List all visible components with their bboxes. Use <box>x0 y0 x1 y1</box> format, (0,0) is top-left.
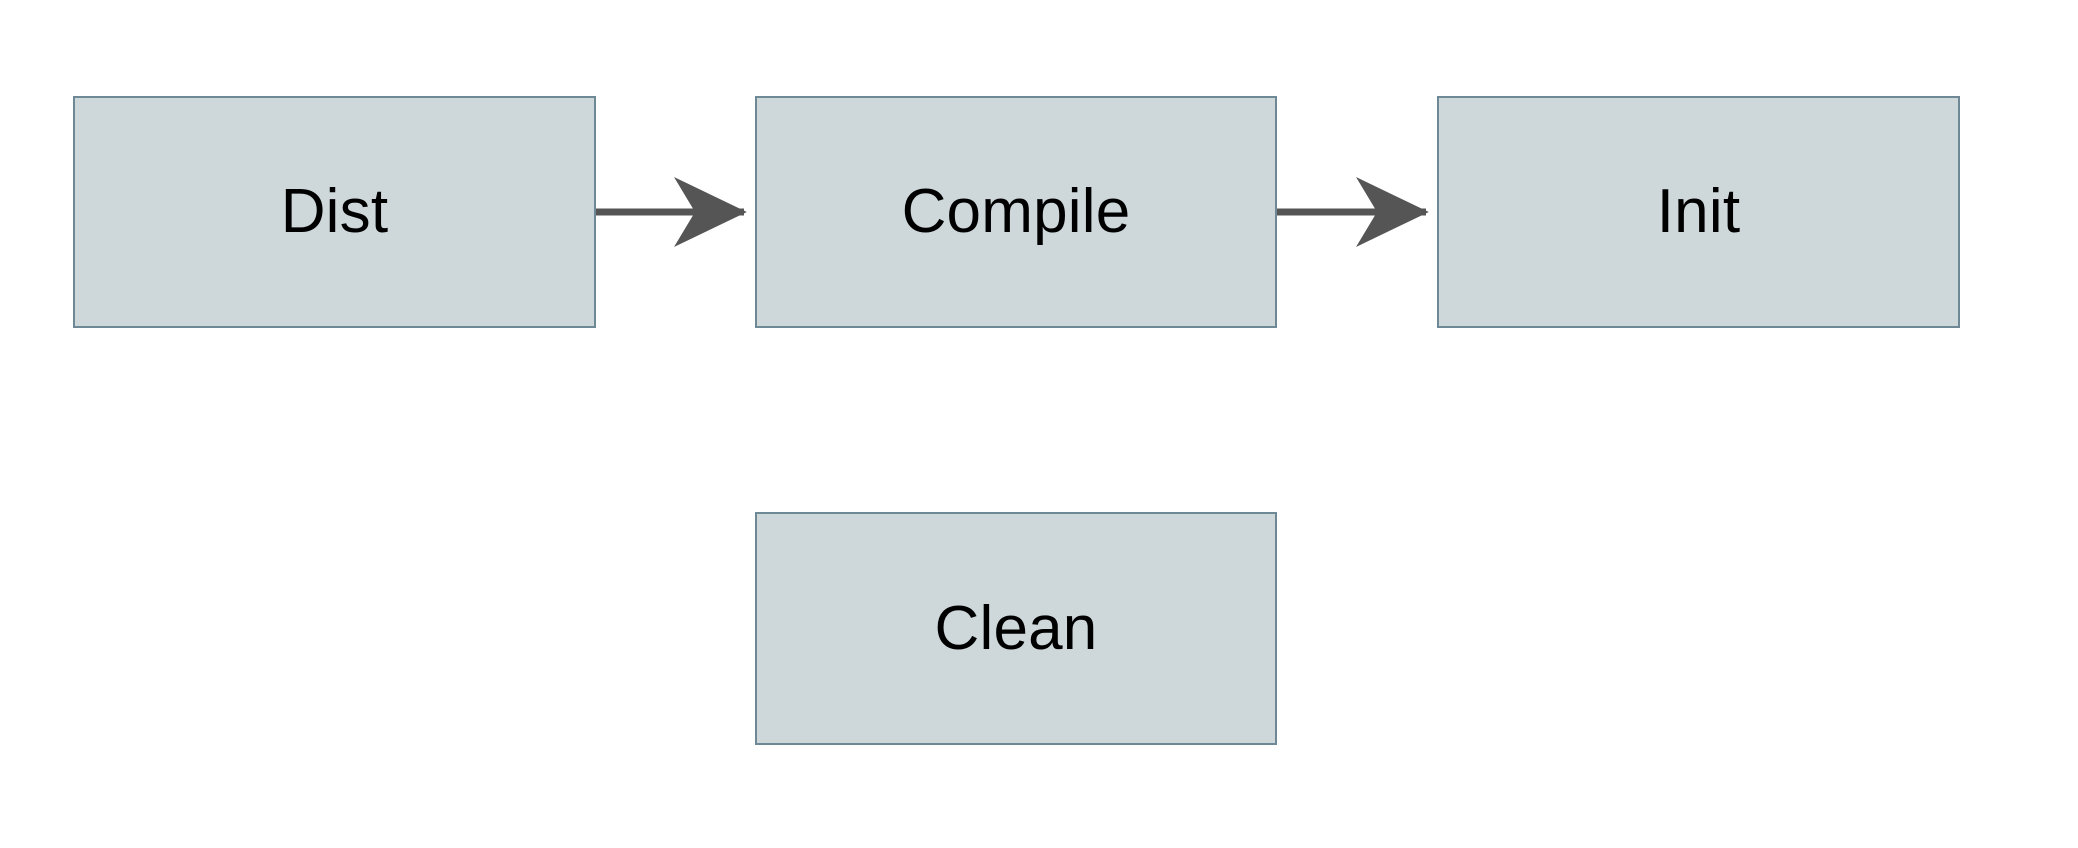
node-init[interactable]: Init <box>1437 96 1960 328</box>
node-dist[interactable]: Dist <box>73 96 596 328</box>
node-compile-label: Compile <box>901 177 1131 246</box>
node-clean-label: Clean <box>934 593 1098 663</box>
node-init-label: Init <box>1656 177 1741 246</box>
node-dist-label: Dist <box>280 177 389 246</box>
node-compile[interactable]: Compile <box>755 96 1277 328</box>
node-clean[interactable]: Clean <box>755 512 1277 745</box>
